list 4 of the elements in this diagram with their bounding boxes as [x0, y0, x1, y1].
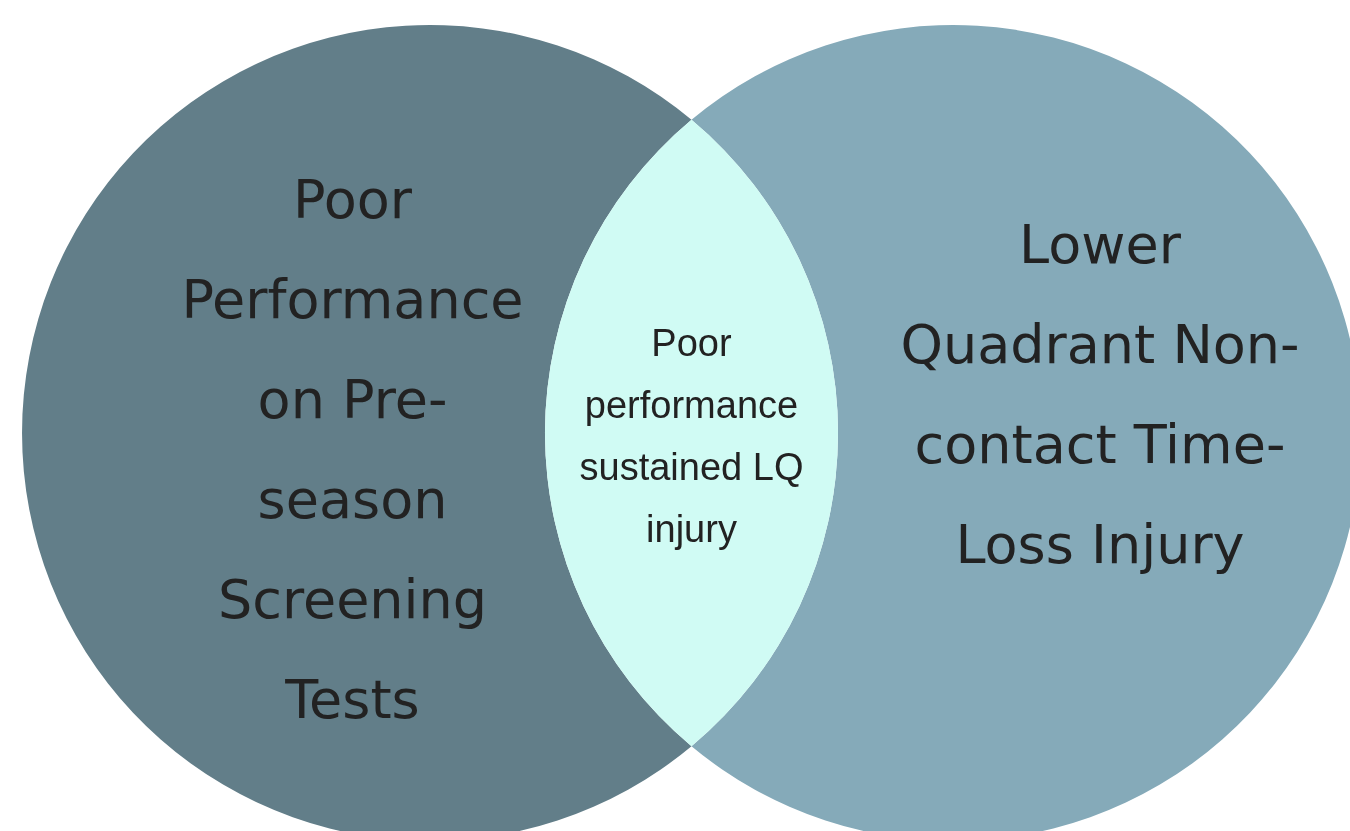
overlap-region: [545, 119, 838, 747]
region-label: Poor Performance on Pre-season Screening Tests: [180, 167, 525, 733]
region-label: Lower Quadrant Non-contact Time-Loss Injury: [899, 212, 1301, 578]
region-label: Poor performance sustained LQ injury: [578, 321, 805, 552]
